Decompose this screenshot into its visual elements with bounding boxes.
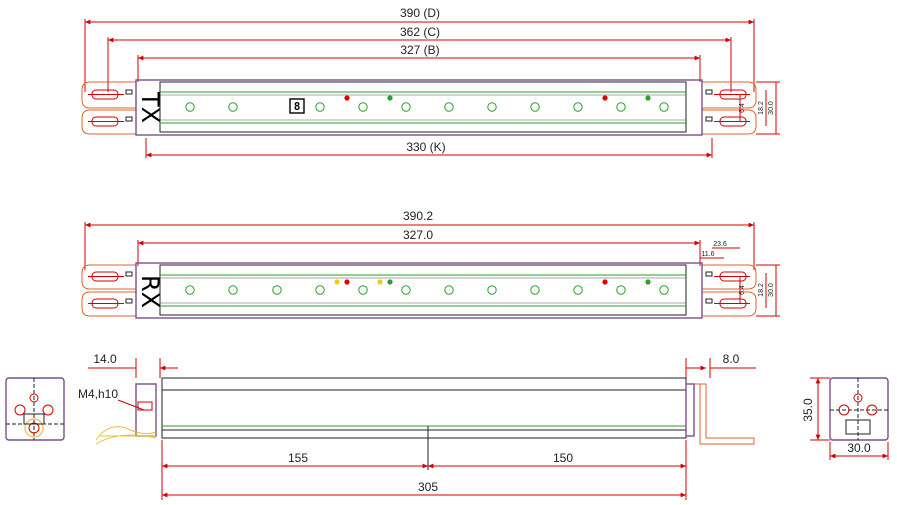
led-ring [444,102,454,112]
tx-dim-right-1: 18.2 [758,101,765,115]
rx-dim-right-1: 18.2 [758,283,765,297]
rx-inner-frame [159,264,687,316]
side-seg-left: 155 [288,451,308,465]
end-height: 35.0 [801,398,815,422]
tx-display-glyph: 8 [294,100,301,113]
dim-c-label: 362 (C) [400,25,440,39]
led-ring [401,285,411,295]
side-body [161,377,687,439]
right-end-view: 35.0 30.0 [801,377,889,460]
rx-dim-right-2: 30.0 [768,283,775,297]
indicator-dot [602,95,608,101]
indicator-dot [645,279,651,285]
led-ring [185,102,195,112]
rx-housing [135,262,703,319]
side-right-offset: 8.0 [723,352,740,366]
tx-dim-right-0: 6.4 [739,103,746,113]
indicator-dot [334,279,340,285]
led-ring [616,102,626,112]
led-ring [530,285,540,295]
led-ring [185,285,195,295]
led-ring [573,285,583,295]
rx-led-row [185,279,669,295]
indicator-dot [344,95,350,101]
tx-led-row [185,95,669,112]
tx-right-bracket [702,81,757,135]
indicator-dot [602,279,608,285]
led-ring [358,102,368,112]
led-ring [487,102,497,112]
led-ring [315,102,325,112]
led-ring [228,285,238,295]
led-ring [616,285,626,295]
led-ring [659,285,669,295]
indicator-dot [387,95,393,101]
left-end-view [5,377,65,441]
side-left-offset: 14.0 [93,352,117,366]
dim-d-label: 390 (D) [400,6,440,20]
rx-dim-top-right-0: 23.6 [713,241,727,248]
rx-dim-total-label: 390.2 [403,209,433,223]
tx-inner-frame [159,81,687,133]
tx-left-bracket [81,81,136,135]
tx-housing [135,79,703,136]
led-ring [573,102,583,112]
thread-label: M4,h10 [78,387,118,401]
side-view: 14.0 8.0 M4,h10 155 150 305 [78,352,756,500]
dim-b-label: 327 (B) [400,43,439,57]
led-ring [401,102,411,112]
led-ring [444,285,454,295]
led-ring [272,285,282,295]
led-ring [358,285,368,295]
dim-k-label: 330 (K) [406,140,445,154]
rx-view: 390.2 327.0 23.6 11.6 [81,209,780,319]
side-total: 305 [418,480,438,494]
led-ring [659,102,669,112]
rx-dim-inner-label: 327.0 [403,228,433,242]
side-seg-right: 150 [553,451,573,465]
rx-right-bracket [702,264,757,317]
led-ring [315,285,325,295]
tx-view: 390 (D) 362 (C) 327 (B) [81,6,780,158]
tx-display-box [289,98,305,114]
rx-label: RX [136,275,164,308]
end-width: 30.0 [847,441,871,455]
led-ring [530,102,540,112]
tx-label: TX [136,91,164,123]
led-ring [228,102,238,112]
tx-dim-right-2: 30.0 [768,101,775,115]
rx-dim-top-right-1: 11.6 [701,251,714,258]
indicator-dot [377,279,383,285]
rx-dim-right-0: 6.4 [739,285,746,295]
side-right-bracket [694,383,755,445]
indicator-dot [387,279,393,285]
indicator-dot [344,279,350,285]
rx-left-bracket [81,264,136,317]
led-ring [487,285,497,295]
indicator-dot [645,95,651,101]
